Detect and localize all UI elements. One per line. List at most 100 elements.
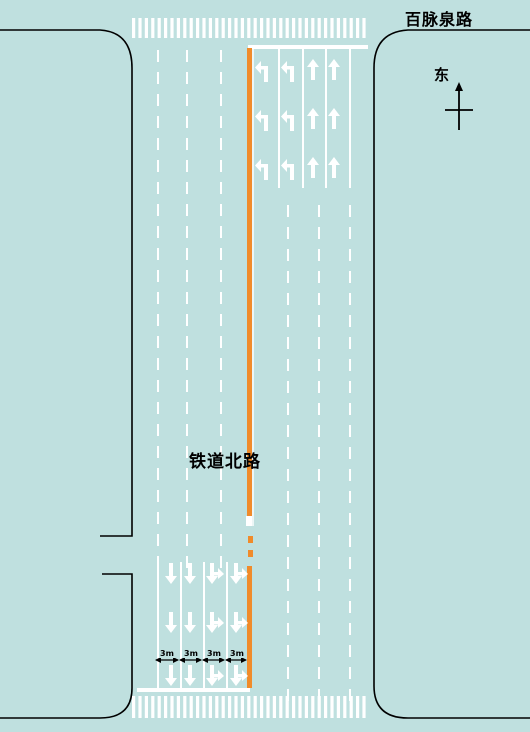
crosswalk-stripe (311, 18, 315, 38)
straight-arrow (165, 665, 177, 686)
lane-dash (349, 381, 351, 393)
lane-width-label: 3m (184, 649, 198, 658)
lane-dash (287, 601, 289, 613)
lane-dash (318, 227, 320, 239)
crosswalk-stripe (272, 18, 276, 38)
lane-dash (220, 534, 222, 546)
lane-width-labels: 3m 3m 3m 3m (159, 648, 245, 658)
crosswalk-stripe (157, 696, 161, 718)
lane-dash (186, 424, 188, 436)
lane-dash (220, 380, 222, 392)
lane-dash (186, 116, 188, 128)
lane-dash (349, 227, 351, 239)
crosswalk-stripe (349, 696, 353, 718)
lane-dash (349, 337, 351, 349)
crosswalk-stripe (202, 18, 206, 38)
lane-dash (220, 314, 222, 326)
lane-dash (349, 293, 351, 305)
lane-dash (186, 160, 188, 172)
lane-dash (287, 513, 289, 525)
crosswalk-stripe (362, 696, 366, 718)
lane-dash (186, 292, 188, 304)
crosswalk-stripe (234, 696, 238, 718)
crosswalk-stripe (279, 18, 283, 38)
lane-width-label: 3m (160, 649, 174, 658)
lane-dash (318, 271, 320, 283)
lane-dash (157, 138, 159, 150)
crosswalk-stripe (330, 18, 334, 38)
lane-dash (186, 94, 188, 106)
crosswalk-stripe (157, 18, 161, 38)
lane-dash (318, 205, 320, 217)
lane-dash (157, 534, 159, 546)
lane-dash (287, 623, 289, 635)
crosswalk-stripe (132, 18, 136, 38)
lane-dash (318, 601, 320, 613)
crosswalk-stripe (202, 696, 206, 718)
left-turn-arrow (255, 61, 268, 82)
crosswalk-stripe (215, 18, 219, 38)
lane-dash (157, 424, 159, 436)
lane-dash (318, 315, 320, 327)
straight-arrow (184, 665, 196, 686)
lane-dash (157, 116, 159, 128)
lane-dash (287, 315, 289, 327)
lane-dash (287, 271, 289, 283)
lane-dash (318, 469, 320, 481)
lane-dash (349, 447, 351, 459)
crosswalk-stripe (151, 696, 155, 718)
lane-dash (186, 248, 188, 260)
lane-dash (220, 248, 222, 260)
lane-markings (157, 48, 351, 701)
lane-line-solid (180, 562, 182, 688)
lane-dash (287, 667, 289, 679)
lane-dash (186, 358, 188, 370)
straight-arrow (184, 612, 196, 633)
lane-dash (220, 446, 222, 458)
lane-dash (287, 337, 289, 349)
lane-dash (318, 425, 320, 437)
crosswalk-stripe (260, 18, 264, 38)
lane-dash (349, 535, 351, 547)
straight-right-arrow (230, 563, 248, 584)
crosswalk-stripe (247, 18, 251, 38)
crosswalk-stripe (151, 18, 155, 38)
lane-dash (220, 512, 222, 524)
crosswalk-stripe (208, 18, 212, 38)
crosswalk-stripe (266, 18, 270, 38)
left-turn-arrow (281, 159, 294, 180)
lane-dash (287, 557, 289, 569)
lane-width-label: 3m (207, 649, 221, 658)
lane-dash (220, 94, 222, 106)
crosswalk-stripe (272, 696, 276, 718)
crosswalk-stripe (356, 18, 360, 38)
lane-dash (349, 469, 351, 481)
lane-dash (220, 138, 222, 150)
lane-dash (349, 623, 351, 635)
straight-right-arrow (206, 612, 224, 633)
lane-dash (287, 227, 289, 239)
lane-dash (186, 50, 188, 62)
lane-dash (287, 425, 289, 437)
lane-dash (287, 205, 289, 217)
lane-dash (287, 293, 289, 305)
lane-dash (349, 425, 351, 437)
lane-dash (220, 556, 222, 568)
lane-dash (186, 402, 188, 414)
lane-line-solid (226, 562, 228, 688)
lane-dash (220, 292, 222, 304)
crosswalk-south (132, 696, 366, 718)
crosswalk-stripe (285, 696, 289, 718)
lane-dash (349, 689, 351, 701)
straight-arrow (328, 59, 340, 80)
lane-dash (186, 270, 188, 282)
lane-dash (186, 468, 188, 480)
crosswalk-stripe (170, 18, 174, 38)
lane-line-solid (325, 48, 327, 188)
lane-dash (186, 72, 188, 84)
main-street-name: 铁道北路 (189, 452, 261, 472)
crosswalk-stripe (196, 18, 200, 38)
straight-arrow (307, 108, 319, 129)
crosswalk-stripe (311, 696, 315, 718)
